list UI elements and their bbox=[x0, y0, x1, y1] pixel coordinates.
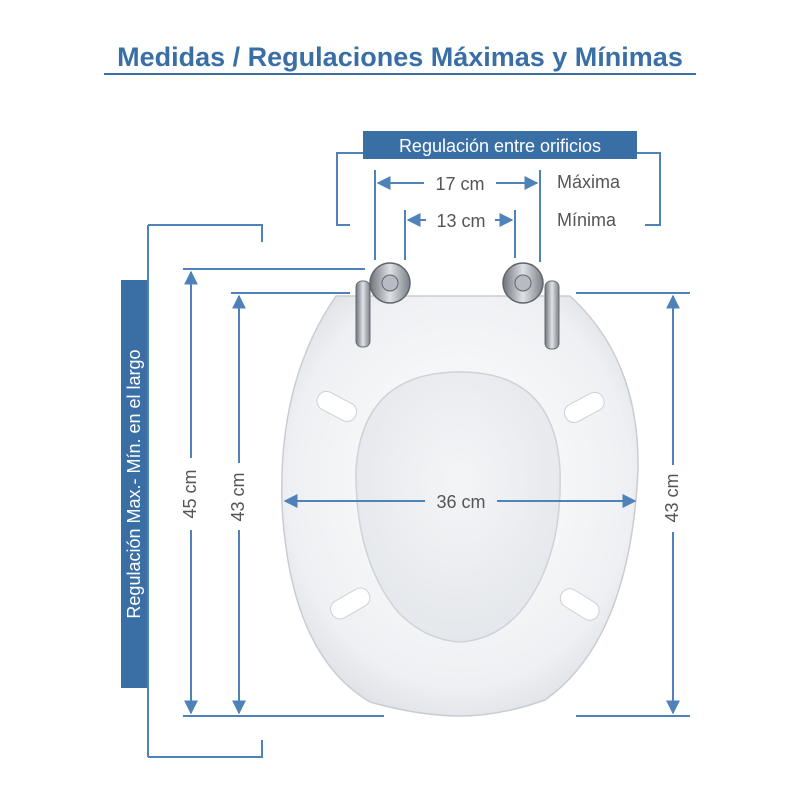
hinge-right bbox=[502, 262, 560, 350]
length-bracket-bottom bbox=[148, 740, 263, 758]
min-hinge-label: Mínima bbox=[557, 210, 617, 230]
max-hinge-label: Máxima bbox=[557, 172, 621, 192]
hinge-banner-label: Regulación entre orificios bbox=[399, 136, 601, 156]
page-title: Medidas / Regulaciones Máximas y Mínimas bbox=[117, 42, 683, 72]
seat-bumper bbox=[316, 390, 358, 423]
length-banner bbox=[121, 280, 149, 688]
hinge-knob-center bbox=[514, 274, 532, 292]
length-bracket-top bbox=[148, 224, 263, 242]
max-hinge-value: 17 cm bbox=[435, 174, 484, 194]
hinge-left bbox=[355, 262, 411, 348]
length-right-value: 43 cm bbox=[662, 473, 682, 522]
seat-bumper bbox=[330, 587, 371, 620]
min-hinge-value: 13 cm bbox=[436, 211, 485, 231]
hinge-banner bbox=[363, 131, 637, 159]
seat-bumper bbox=[559, 588, 600, 621]
hinge-bracket bbox=[355, 280, 371, 348]
hinge-bracket bbox=[544, 280, 560, 350]
hinge-bracket-left bbox=[336, 152, 363, 226]
hinge-knob-center bbox=[381, 274, 399, 292]
seat-bumper bbox=[563, 391, 605, 424]
width-value: 36 cm bbox=[436, 492, 485, 512]
toilet-seat bbox=[280, 295, 639, 717]
seat-opening bbox=[355, 371, 561, 643]
length-min-value: 43 cm bbox=[228, 472, 248, 521]
length-banner-label: Regulación Max.- Mín. en el largo bbox=[124, 349, 144, 618]
hinge-bracket-right bbox=[637, 152, 661, 226]
length-max-value: 45 cm bbox=[180, 469, 200, 518]
